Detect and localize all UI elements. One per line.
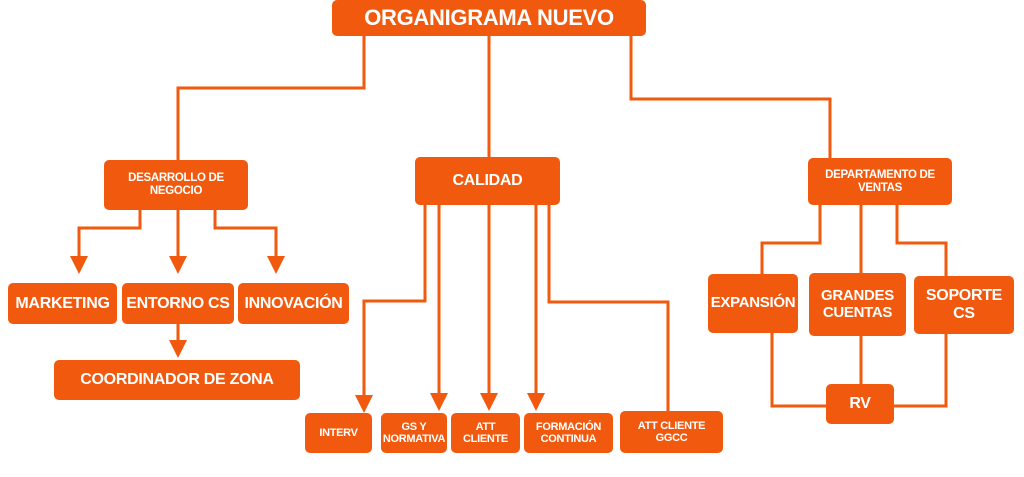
node-desarrollo-de-negocio: DESARROLLO DE NEGOCIO (104, 160, 248, 210)
connector-root-desarrollo (176, 35, 366, 160)
connector-root-ventas (629, 35, 832, 158)
node-formacion-continua: FORMACIÓN CONTINUA (524, 413, 613, 453)
node-departamento-de-ventas: DEPARTAMENTO DE VENTAS (808, 158, 952, 205)
node-gs-y-normativa: GS Y NORMATIVA (381, 413, 447, 453)
root-node: ORGANIGRAMA NUEVO (332, 0, 646, 36)
connector-ventas-soporte (895, 205, 948, 276)
node-entorno-cs: ENTORNO CS (122, 283, 234, 324)
node-grandes-cuentas: GRANDES CUENTAS (809, 273, 906, 336)
node-expansion: EXPANSIÓN (708, 274, 798, 333)
node-calidad: CALIDAD (415, 157, 560, 205)
node-innovacion: INNOVACIÓN (238, 283, 349, 324)
connector-calidad-att-ggcc (547, 205, 670, 411)
node-marketing: MARKETING (8, 283, 117, 324)
connector-calidad-interv (355, 205, 427, 413)
node-att-cliente-ggcc: ATT CLIENTE GGCC (620, 411, 723, 453)
node-coordinador-de-zona: COORDINADOR DE ZONA (54, 360, 300, 400)
connector-desarrollo-marketing (70, 210, 142, 274)
connector-soporte-rv (894, 334, 948, 408)
connector-ventas-expansion (760, 205, 822, 274)
node-soporte-cs: SOPORTE CS (914, 276, 1014, 334)
node-rv: RV (826, 384, 894, 424)
connector-expansion-rv (770, 333, 826, 408)
node-att-cliente: ATT CLIENTE (451, 413, 520, 453)
connector-desarrollo-innovacion (213, 210, 285, 274)
node-interv: INTERV (305, 413, 372, 453)
